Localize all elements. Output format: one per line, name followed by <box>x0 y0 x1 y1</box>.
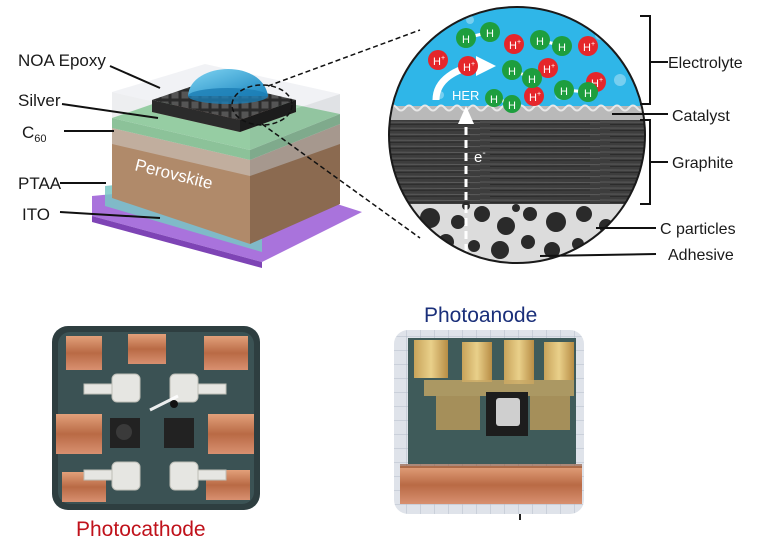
ion-group: H+ H+ H+ H+ H+ H+ H+ H H H H H H H H <box>428 22 606 113</box>
proton-ion: H+ <box>458 56 478 76</box>
svg-text:H: H <box>486 28 494 40</box>
catalyst-label: Catalyst <box>672 108 730 125</box>
photocathode-caption: Photocathode <box>76 518 206 541</box>
zoom-circle-border <box>388 6 646 264</box>
leader-silver <box>61 103 159 119</box>
noa-epoxy-label: NOA Epoxy <box>18 51 106 70</box>
svg-text:H+: H+ <box>509 39 521 52</box>
svg-text:H: H <box>558 42 566 54</box>
device-stack: Perovskite <box>92 64 362 268</box>
photocathode-photo <box>52 326 260 510</box>
gold-contact <box>544 342 574 380</box>
copper-tab <box>128 334 166 364</box>
gold-contact <box>462 342 492 382</box>
zoom-brackets <box>539 15 668 257</box>
svg-text:H: H <box>528 74 536 86</box>
svg-text:H: H <box>584 88 592 100</box>
hydrogen-molecule: H H <box>485 89 521 113</box>
c60-front <box>112 118 250 160</box>
svg-text:H: H <box>508 66 516 78</box>
silver-pad <box>111 373 141 403</box>
her-arrow-head <box>476 56 496 76</box>
proton-ion: H+ <box>504 34 524 54</box>
adhesive-label: Adhesive <box>668 247 734 264</box>
gold-pad <box>436 396 480 430</box>
magnifier-ellipse <box>231 84 293 126</box>
hydrogen-molecule: H H <box>530 30 572 56</box>
electron-arrow-head <box>458 106 474 124</box>
leader-ito <box>59 211 161 219</box>
proton-ion: H+ <box>428 50 448 70</box>
ptaa-label: PTAA <box>18 174 62 193</box>
gold-contact <box>414 340 448 378</box>
leader-noa-epoxy <box>109 65 161 89</box>
c60-label: C60 <box>22 123 47 145</box>
silver-pad <box>169 461 199 491</box>
svg-text:H: H <box>508 100 516 112</box>
photoanode-caption: Photoanode <box>424 304 537 327</box>
silver-trace <box>197 469 227 481</box>
hydrogen-molecule: H H <box>554 80 598 102</box>
copper-tape <box>400 466 582 504</box>
silver-trace <box>197 383 227 395</box>
magnifier-line-top <box>267 29 421 87</box>
ito-label: ITO <box>22 205 50 224</box>
glass-front <box>112 92 250 176</box>
ito-layer-front <box>92 216 262 268</box>
graphite-region <box>389 120 645 204</box>
silver-trace <box>83 383 113 395</box>
proton-ion: H+ <box>524 86 544 106</box>
device-leader-lines <box>59 65 161 219</box>
silver-pad <box>111 461 141 491</box>
her-label: HER <box>452 88 479 103</box>
graphite-side <box>240 100 296 132</box>
silver-label: Silver <box>18 91 61 110</box>
electrolyte-label: Electrolyte <box>668 55 743 72</box>
svg-text:H+: H+ <box>591 77 603 90</box>
hydrogen-molecule: H H <box>502 60 542 88</box>
silver-trace <box>83 469 113 481</box>
gold-bus <box>424 380 574 396</box>
silver-square <box>496 398 520 426</box>
graphite-front <box>152 100 240 132</box>
svg-text:H+: H+ <box>583 41 595 54</box>
proton-ion: H+ <box>578 36 598 56</box>
noa-epoxy-base <box>188 88 268 104</box>
photoanode-photo <box>394 330 584 514</box>
svg-text:H: H <box>462 34 470 46</box>
leader-adhesive <box>539 253 657 257</box>
gold-contact <box>504 340 534 384</box>
svg-text:H+: H+ <box>529 91 541 104</box>
graphite-label: Graphite <box>672 155 733 172</box>
copper-tab <box>208 414 254 454</box>
electrolyte-region <box>389 7 645 109</box>
svg-text:H+: H+ <box>543 63 555 76</box>
glass-side <box>250 94 340 176</box>
magnifier-line-bottom <box>261 123 421 239</box>
perovskite-front <box>112 128 250 244</box>
svg-text:H: H <box>536 36 544 48</box>
svg-text:H+: H+ <box>463 61 475 74</box>
active-area <box>164 418 194 448</box>
copper-tab <box>204 336 248 370</box>
svg-text:H: H <box>490 94 498 106</box>
c-particles-label: C particles <box>660 221 736 238</box>
gold-pad <box>530 396 570 430</box>
svg-text:H: H <box>560 86 568 98</box>
copper-tab <box>66 336 102 370</box>
electron-label: e- <box>474 148 486 166</box>
copper-tab <box>56 414 102 454</box>
svg-text:H+: H+ <box>433 55 445 68</box>
bracket-electrolyte <box>640 15 651 105</box>
hydrogen-molecule: H H <box>456 22 500 48</box>
proton-ion: H+ <box>538 58 558 78</box>
